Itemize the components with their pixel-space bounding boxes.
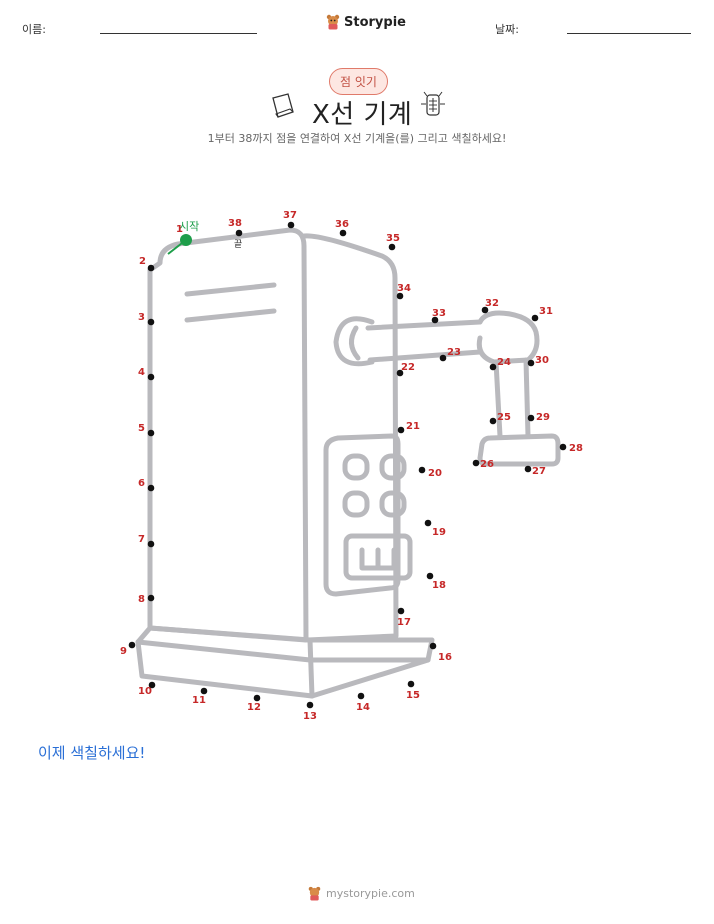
footer: mystorypie.com [308,886,415,901]
instructions: 1부터 38까지 점을 연결하여 X선 기계을(를) 그리고 색칠하세요! [207,132,507,145]
dot-label-27: 27 [532,466,546,477]
dot-label-30: 30 [535,355,549,366]
name-line[interactable] [100,33,257,34]
dot-28[interactable] [559,443,567,451]
dot-label-15: 15 [406,690,420,701]
dot-20[interactable] [418,466,426,474]
dot-label-32: 32 [485,298,499,309]
dot-label-37: 37 [283,210,297,221]
dot-label-16: 16 [438,652,452,663]
dot-15[interactable] [407,680,415,688]
dot-31[interactable] [531,314,539,322]
end-label: 끝 [234,239,242,250]
dot-label-12: 12 [247,702,261,713]
dot-10[interactable] [148,681,156,689]
dot-18[interactable] [426,572,434,580]
activity-badge: 점 잇기 [329,68,388,95]
dot-7[interactable] [147,540,155,548]
brand-logo: Storypie [326,14,406,30]
dot-label-24: 24 [497,357,511,368]
dot-9[interactable] [128,641,136,649]
date-line[interactable] [567,33,691,34]
dot-label-28: 28 [569,443,583,454]
dot-label-1: 1 [176,224,183,235]
dot-13[interactable] [306,701,314,709]
dot-14[interactable] [357,692,365,700]
dot-layer: 1234567891011121314151617181920212223242… [120,210,583,722]
dot-label-10: 10 [138,686,152,697]
dot-label-26: 26 [480,459,494,470]
machine-outline [135,227,561,699]
footer-url[interactable]: mystorypie.com [326,887,415,900]
dot-label-21: 21 [406,421,420,432]
dot-6[interactable] [147,484,155,492]
dot-label-25: 25 [497,412,511,423]
dot-25[interactable] [489,417,497,425]
start-dot [180,234,192,246]
dot-label-9: 9 [120,646,127,657]
dot-label-17: 17 [397,617,411,628]
dot-label-23: 23 [447,347,461,358]
name-label: 이름: [22,23,46,36]
dot-23[interactable] [439,354,447,362]
dot-label-22: 22 [401,362,415,373]
dot-label-33: 33 [432,308,446,319]
dot-label-31: 31 [539,306,553,317]
dot-2[interactable] [147,264,155,272]
book-icon [268,92,298,124]
dot-label-34: 34 [397,283,411,294]
dot-21[interactable] [397,426,405,434]
dot-11[interactable] [200,687,208,695]
dot-36[interactable] [339,229,347,237]
dot-label-18: 18 [432,580,446,591]
dot-label-11: 11 [192,695,206,706]
dot-29[interactable] [527,414,535,422]
bear-icon [326,14,340,30]
dot-label-14: 14 [356,702,370,713]
start-label: 시작 [179,220,199,233]
dot-label-5: 5 [138,423,145,434]
dot-12[interactable] [253,694,261,702]
dot-35[interactable] [388,243,396,251]
dot-label-36: 36 [335,219,349,230]
dot-34[interactable] [396,292,404,300]
dot-24[interactable] [489,363,497,371]
bear-icon-footer [308,886,321,901]
dot-label-35: 35 [386,233,400,244]
dot-30[interactable] [527,359,535,367]
dot-37[interactable] [287,221,295,229]
dot-label-8: 8 [138,594,145,605]
dot-16[interactable] [429,642,437,650]
dot-label-6: 6 [138,478,145,489]
page-title: X선 기계 [312,100,413,130]
dot-26[interactable] [472,459,480,467]
dot-32[interactable] [481,306,489,314]
dot-label-4: 4 [138,367,145,378]
dot-4[interactable] [147,373,155,381]
dot-17[interactable] [397,607,405,615]
dot-label-20: 20 [428,468,442,479]
dot-22[interactable] [396,369,404,377]
dot-label-7: 7 [138,534,145,545]
dot-33[interactable] [431,316,439,324]
dot-label-3: 3 [138,312,145,323]
dot-19[interactable] [424,519,432,527]
dot-label-19: 19 [432,527,446,538]
color-prompt: 이제 색칠하세요! [38,744,146,762]
xray-machine-icon [418,88,448,126]
dot-5[interactable] [147,429,155,437]
dot-8[interactable] [147,594,155,602]
dot-3[interactable] [147,318,155,326]
date-label: 날짜: [495,23,519,36]
dot-label-38: 38 [228,218,242,229]
dot-label-29: 29 [536,412,550,423]
dot-label-13: 13 [303,711,317,722]
brand-name: Storypie [344,14,406,30]
dot-27[interactable] [524,465,532,473]
dot-label-2: 2 [139,256,146,267]
dot-38[interactable] [235,229,243,237]
